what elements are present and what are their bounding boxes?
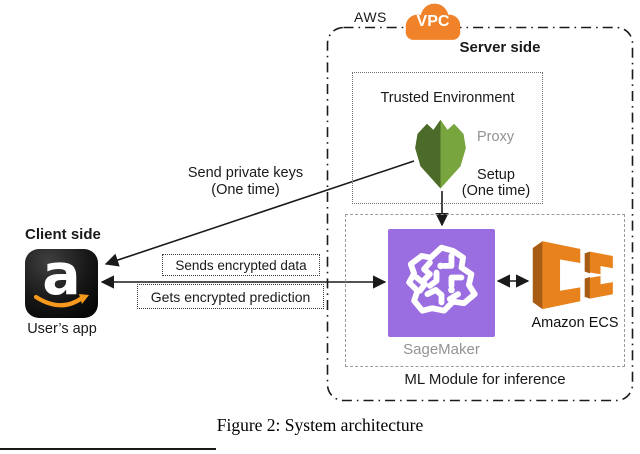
ecs-icon	[532, 241, 613, 310]
vpc-cloud-icon	[405, 3, 461, 40]
ecs-label: Amazon ECS	[531, 315, 619, 331]
sends-encrypted-data-label: Sends encrypted data	[175, 257, 307, 273]
sagemaker-label: SageMaker	[403, 341, 480, 358]
send-private-keys-label: Send private keys (One time)	[168, 165, 323, 198]
vpc-label: VPC	[416, 13, 450, 30]
proxy-shield-icon	[415, 119, 466, 189]
setup-label-line2: (One time)	[461, 183, 531, 199]
client-side-label: Client side	[25, 226, 101, 243]
proxy-label: Proxy	[477, 129, 515, 145]
trusted-environment-title: Trusted Environment	[380, 90, 515, 106]
server-side-label: Server side	[459, 39, 541, 56]
send-private-keys-line2: (One time)	[211, 181, 280, 198]
amazon-swoosh-icon	[33, 294, 89, 308]
users-app-label: User’s app	[27, 321, 97, 337]
setup-label-line1: Setup	[477, 167, 515, 183]
amazon-app-icon: a	[25, 242, 98, 318]
amazon-logo-letter: a	[42, 242, 81, 308]
send-private-keys-line1: Send private keys	[187, 165, 304, 181]
aws-label: AWS	[354, 9, 387, 25]
ml-module-label: ML Module for inference	[404, 371, 566, 388]
setup-label: Setup (One time)	[450, 167, 542, 199]
sends-encrypted-data-box: Sends encrypted data	[162, 254, 320, 276]
arrow-send-private-keys	[104, 160, 415, 267]
aws-vpc-boundary-box	[326, 26, 634, 402]
gets-encrypted-prediction-label: Gets encrypted prediction	[150, 288, 311, 305]
footnote-rule	[0, 448, 216, 450]
gets-encrypted-prediction-box: Gets encrypted prediction	[137, 284, 324, 309]
trusted-environment-box	[352, 72, 543, 204]
figure-caption: Figure 2: System architecture	[216, 415, 424, 435]
ml-module-box	[345, 214, 625, 367]
sagemaker-icon	[388, 229, 495, 337]
